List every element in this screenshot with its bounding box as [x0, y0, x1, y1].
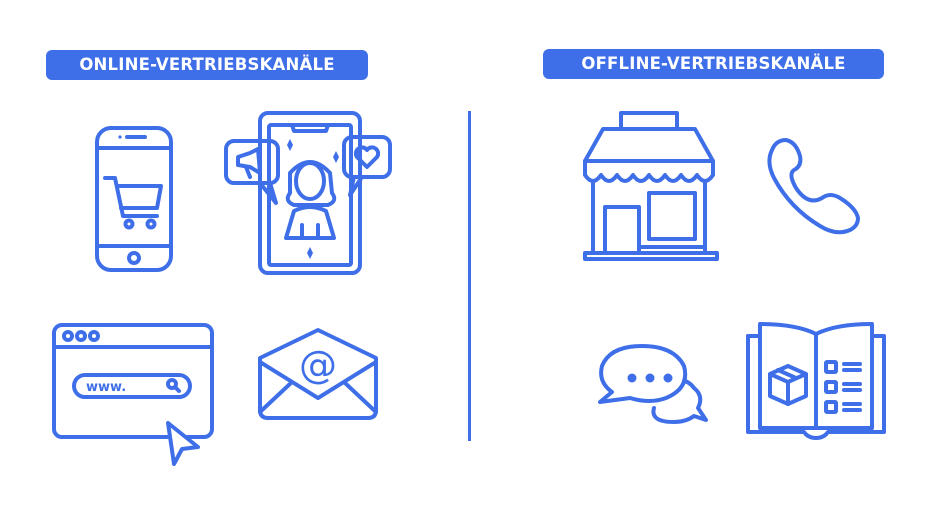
email-envelope-icon: @: [258, 328, 378, 420]
storefront-icon: [583, 111, 719, 261]
section-divider: [468, 111, 471, 441]
phone-handset-icon: [767, 138, 860, 235]
chat-bubbles-icon: [598, 344, 708, 424]
catalog-book-icon: [746, 322, 886, 440]
url-text: www.: [86, 380, 126, 395]
at-symbol: @: [299, 343, 337, 387]
online-channels-title: ONLINE-VERTRIEBSKANÄLE: [46, 50, 368, 80]
offline-channels-title: OFFLINE-VERTRIEBSKANÄLE: [543, 49, 884, 79]
browser-window-icon: www.: [52, 323, 214, 466]
smartphone-cart-icon: [95, 126, 173, 272]
influencer-phone-icon: [224, 111, 392, 275]
